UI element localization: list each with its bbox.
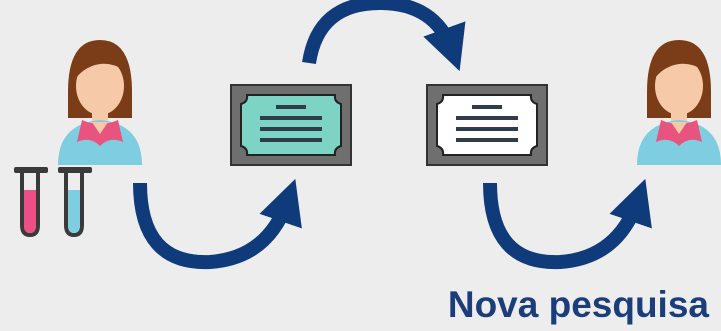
flow-arrow-2 (302, 0, 466, 72)
test-tubes-icon (14, 167, 92, 238)
caption-text: Nova pesquisa (447, 284, 709, 325)
flow-arrow-1 (133, 178, 302, 270)
certificate-white-icon (426, 84, 548, 166)
researcher-left-icon (58, 40, 142, 165)
certificate-teal-icon (230, 84, 352, 166)
researcher-right-icon (637, 40, 721, 165)
flow-arrow-3 (483, 178, 652, 270)
